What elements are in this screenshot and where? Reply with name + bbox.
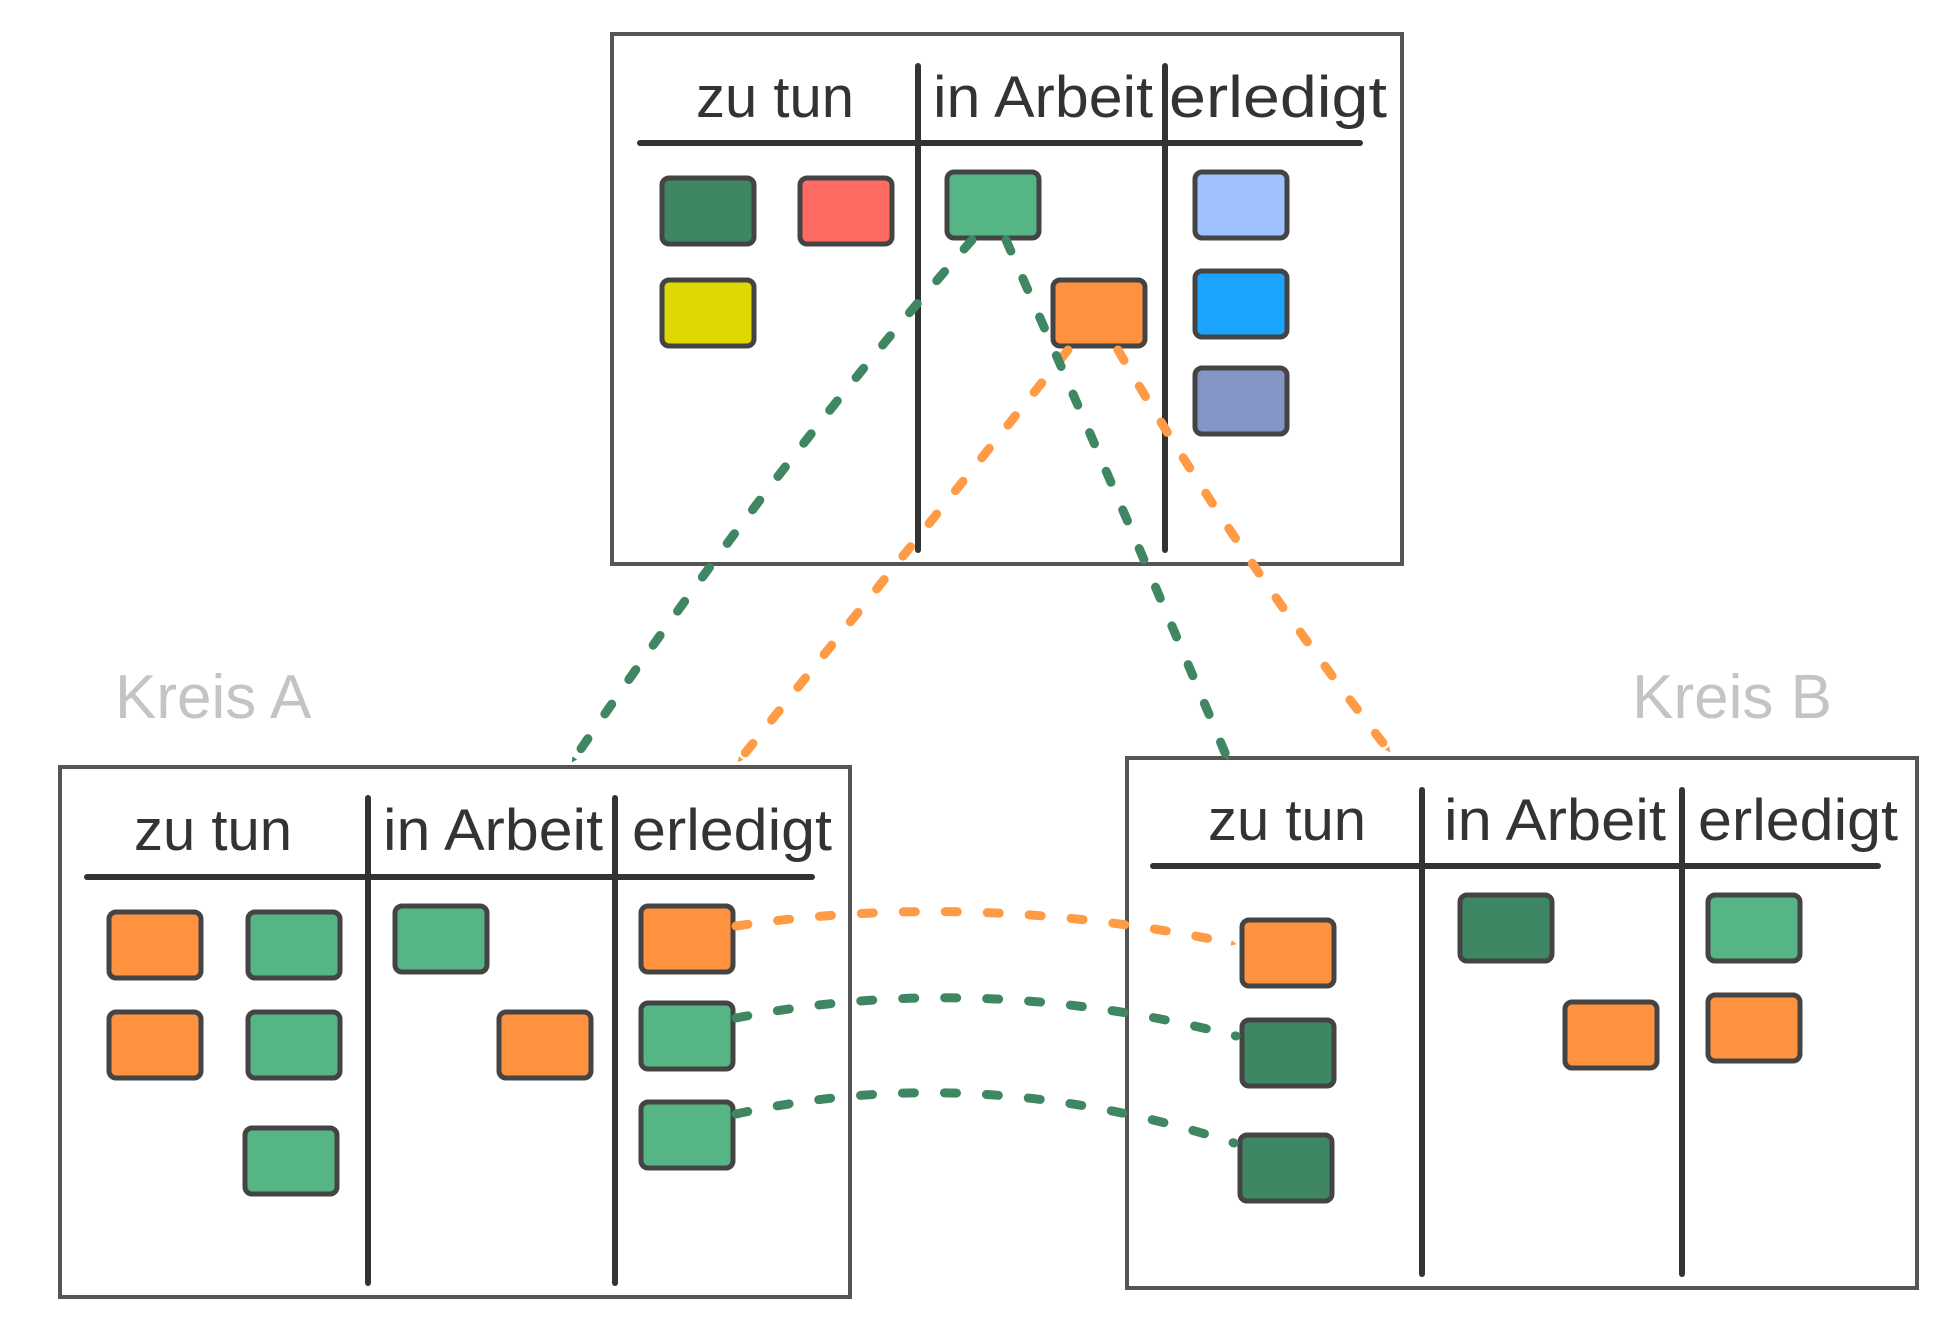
circle-label-a: Kreis A [115,663,312,732]
card-blue[interactable] [1192,268,1290,340]
card-green[interactable] [392,903,490,975]
card-orange[interactable] [1239,917,1337,989]
card-green[interactable] [245,1009,343,1081]
column-header-todo: zu tun [1208,788,1366,853]
card-orange[interactable] [1705,992,1803,1064]
board-kreis-a: zu tun in Arbeit erledigt [58,765,852,1299]
card-green[interactable] [245,909,343,981]
card-orange[interactable] [1050,277,1148,349]
card-orange[interactable] [496,1009,594,1081]
arrow-green-a-to-b-2 [731,1088,1239,1148]
arrow-top-orange-to-kreis-a [733,345,1073,767]
column-header-done: erledigt [1169,65,1387,130]
card-dark-green[interactable] [1237,1132,1335,1204]
column-header-done: erledigt [1698,788,1898,853]
circle-label-b: Kreis B [1632,663,1832,732]
top-board: zu tun in Arbeit erledigt [610,32,1404,566]
card-light-blue[interactable] [1192,169,1290,241]
card-green[interactable] [944,169,1042,241]
column-header-in-progress: in Arbeit [933,65,1153,130]
card-dark-green[interactable] [1457,892,1555,964]
card-yellow[interactable] [659,277,757,349]
card-orange[interactable] [1562,999,1660,1071]
arrow-orange-a-to-b [731,907,1241,949]
column-header-done: erledigt [632,798,832,863]
column-header-in-progress: in Arbeit [383,798,603,863]
card-slate[interactable] [1192,365,1290,437]
card-orange[interactable] [638,903,736,975]
card-dark-green[interactable] [659,175,757,247]
arrow-top-orange-to-kreis-b [1113,345,1395,757]
arrow-top-green-to-kreis-a [567,235,977,767]
board-kreis-b: zu tun in Arbeit erledigt [1125,756,1919,1290]
card-dark-green[interactable] [1239,1017,1337,1089]
card-orange[interactable] [106,1009,204,1081]
column-header-in-progress: in Arbeit [1444,788,1666,853]
flow-arrows [567,235,1395,1148]
card-green[interactable] [638,1099,736,1171]
card-orange[interactable] [106,909,204,981]
column-header-todo: zu tun [134,798,292,863]
arrow-green-a-to-b-1 [731,993,1241,1041]
card-green[interactable] [638,1000,736,1072]
column-header-todo: zu tun [696,65,854,130]
card-green[interactable] [242,1125,340,1197]
card-red[interactable] [797,175,895,247]
card-green[interactable] [1705,892,1803,964]
